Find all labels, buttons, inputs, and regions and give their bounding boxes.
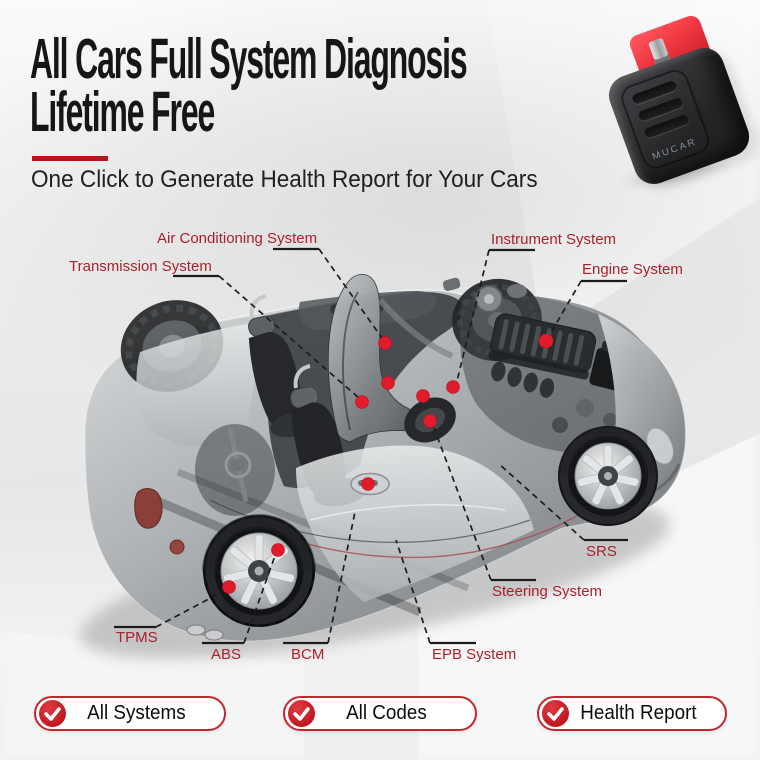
check-icon (287, 700, 315, 727)
label-engine-system: Engine System (582, 261, 683, 278)
obd2-device: MUCAR (603, 13, 760, 197)
label-instrument-system: Instrument System (491, 231, 617, 248)
health-report-button[interactable]: Health Report (537, 696, 727, 731)
all-systems-button[interactable]: All Systems (34, 696, 226, 731)
health-report-label: Health Report (580, 701, 697, 724)
device-body: MUCAR (603, 42, 755, 190)
label-abs: ABS (211, 646, 242, 663)
label-steering-system: Steering System (492, 583, 603, 600)
page-title: All Cars Full System Diagnosis Lifetime … (30, 27, 468, 144)
check-icon (38, 700, 66, 727)
label-tpms: TPMS (116, 629, 158, 646)
all-systems-label: All Systems (87, 701, 186, 724)
device-groove-panel: MUCAR (617, 66, 714, 173)
brand-logo: MUCAR (650, 136, 699, 163)
red-divider (32, 156, 108, 161)
all-codes-label: All Codes (346, 701, 427, 724)
label-srs: SRS (586, 543, 617, 560)
title-line-1: All Cars Full System Diagnosis (30, 27, 468, 91)
subtitle: One Click to Generate Health Report for … (31, 166, 538, 193)
label-bcm: BCM (291, 646, 325, 663)
label-air-conditioning-system: Air Conditioning System (157, 230, 318, 247)
check-icon (541, 700, 569, 727)
title-line-2: Lifetime Free (30, 80, 215, 144)
label-transmission-system: Transmission System (69, 258, 212, 275)
label-epb-system: EPB System (432, 646, 517, 663)
all-codes-button[interactable]: All Codes (283, 696, 477, 731)
